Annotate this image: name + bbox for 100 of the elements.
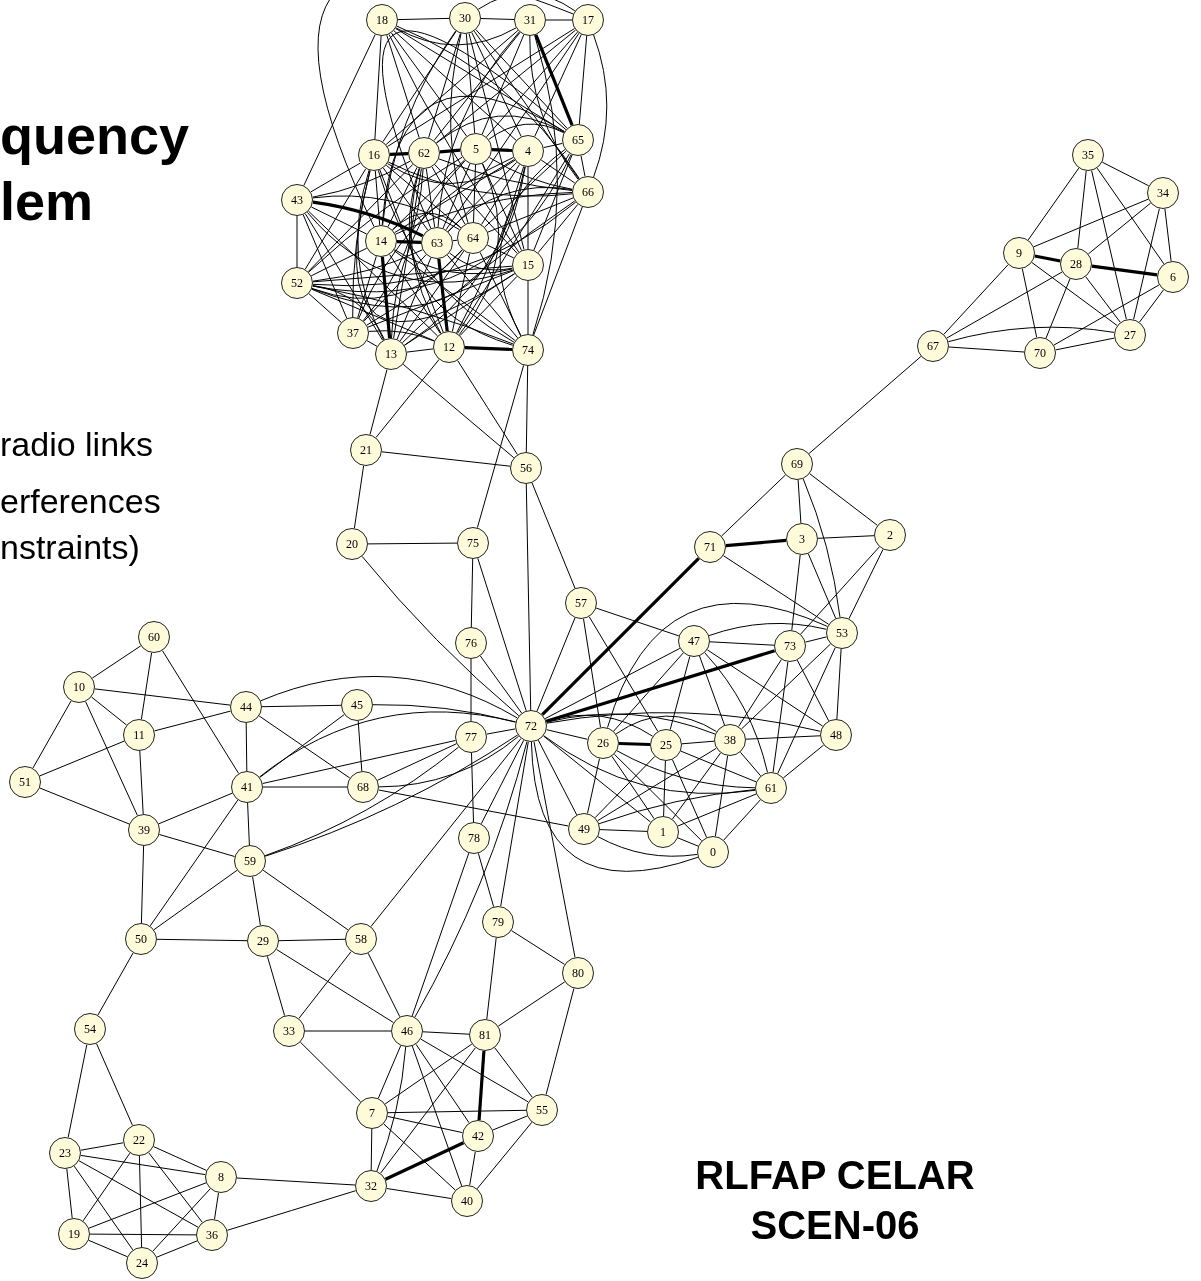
connection-line bbox=[374, 170, 381, 226]
connection-line bbox=[415, 1043, 470, 1124]
connection-line bbox=[317, 0, 574, 228]
node-circle: 73 bbox=[774, 630, 806, 662]
node-circle: 29 bbox=[247, 925, 279, 957]
connection-line bbox=[139, 750, 144, 815]
connection-line bbox=[477, 852, 495, 908]
connection-line bbox=[276, 949, 394, 1023]
connection-line bbox=[616, 750, 756, 789]
connection-line bbox=[777, 647, 836, 774]
node-circle: 2 bbox=[874, 519, 906, 551]
connection-line bbox=[375, 359, 440, 438]
connection-line bbox=[796, 659, 830, 722]
node-circle: 16 bbox=[358, 139, 390, 171]
connection-line bbox=[488, 123, 565, 140]
connection-line bbox=[772, 661, 789, 773]
connection-line bbox=[613, 652, 684, 732]
connection-line bbox=[1031, 262, 1118, 326]
connection-line bbox=[450, 33, 469, 224]
scenario-label: RLFAP CELAR SCEN-06 bbox=[694, 1152, 976, 1249]
connection-line bbox=[721, 474, 786, 537]
connection-line bbox=[396, 25, 580, 179]
connection-line bbox=[389, 254, 441, 334]
connection-line bbox=[362, 168, 424, 322]
connection-line bbox=[489, 157, 573, 190]
connection-line bbox=[80, 1154, 206, 1176]
node-circle: 4 bbox=[512, 135, 544, 167]
connection-line bbox=[536, 617, 576, 712]
node-circle: 71 bbox=[694, 531, 726, 563]
node-circle: 35 bbox=[1072, 139, 1104, 171]
connection-line bbox=[481, 34, 525, 135]
connection-line bbox=[380, 256, 392, 339]
connection-line bbox=[613, 753, 703, 842]
connection-line bbox=[486, 728, 516, 735]
connection-line bbox=[527, 166, 529, 250]
connection-line bbox=[611, 755, 655, 820]
node-circle: 56 bbox=[510, 452, 542, 484]
node-circle: 0 bbox=[697, 836, 729, 868]
connection-line bbox=[306, 211, 514, 283]
connection-line bbox=[368, 330, 435, 342]
connection-line bbox=[431, 166, 466, 225]
connection-line bbox=[382, 30, 457, 143]
connection-line bbox=[422, 1031, 470, 1035]
node-circle: 28 bbox=[1060, 248, 1092, 280]
connection-line bbox=[531, 482, 576, 589]
connection-line bbox=[387, 1109, 527, 1114]
connection-line bbox=[298, 951, 352, 1019]
connection-line bbox=[449, 252, 513, 271]
connection-line bbox=[260, 676, 518, 719]
connection-line bbox=[597, 836, 698, 857]
connection-line bbox=[848, 548, 884, 620]
connection-line bbox=[797, 479, 802, 524]
node-circle: 44 bbox=[230, 691, 262, 723]
connection-line bbox=[158, 834, 236, 857]
node-circle: 8 bbox=[205, 1161, 237, 1193]
node-circle: 30 bbox=[449, 2, 481, 34]
connection-line bbox=[677, 837, 699, 847]
connection-line bbox=[377, 743, 457, 781]
connection-line bbox=[395, 27, 517, 46]
connection-line bbox=[486, 244, 515, 259]
connection-line bbox=[1101, 161, 1150, 187]
connection-line bbox=[357, 720, 363, 772]
node-circle: 5 bbox=[460, 133, 492, 165]
node-circle: 43 bbox=[281, 184, 313, 216]
connection-line bbox=[382, 30, 457, 226]
connection-line bbox=[311, 249, 463, 299]
connection-line bbox=[782, 744, 825, 779]
node-circle: 37 bbox=[337, 317, 369, 349]
connection-line bbox=[499, 148, 566, 337]
connection-line bbox=[738, 659, 782, 727]
connection-line bbox=[384, 1043, 473, 1105]
connection-line bbox=[607, 603, 828, 729]
connection-line bbox=[156, 938, 248, 942]
node-circle: 7 bbox=[356, 1097, 388, 1129]
connection-line bbox=[363, 254, 427, 322]
connection-line bbox=[473, 164, 476, 223]
connection-line bbox=[546, 713, 716, 735]
connection-line bbox=[153, 869, 238, 931]
connection-line bbox=[836, 648, 842, 720]
connection-line bbox=[303, 34, 376, 186]
connection-line bbox=[378, 789, 569, 827]
connection-line bbox=[406, 348, 434, 353]
connection-line bbox=[161, 650, 240, 774]
connection-line bbox=[388, 33, 520, 253]
connection-line bbox=[433, 32, 521, 141]
connection-line bbox=[377, 1045, 402, 1099]
node-circle: 1 bbox=[647, 816, 679, 848]
connection-line bbox=[296, 215, 298, 268]
connection-line bbox=[149, 799, 239, 927]
connection-line bbox=[393, 250, 516, 341]
connection-line bbox=[380, 1047, 476, 1174]
connection-line bbox=[470, 658, 472, 722]
connection-line bbox=[1034, 254, 1061, 263]
node-circle: 53 bbox=[826, 617, 858, 649]
connection-line bbox=[384, 1141, 465, 1181]
connection-line bbox=[477, 1050, 486, 1121]
connection-line bbox=[96, 1043, 133, 1126]
connection-line bbox=[374, 35, 382, 140]
connection-line bbox=[381, 95, 565, 226]
connection-line bbox=[140, 845, 145, 924]
